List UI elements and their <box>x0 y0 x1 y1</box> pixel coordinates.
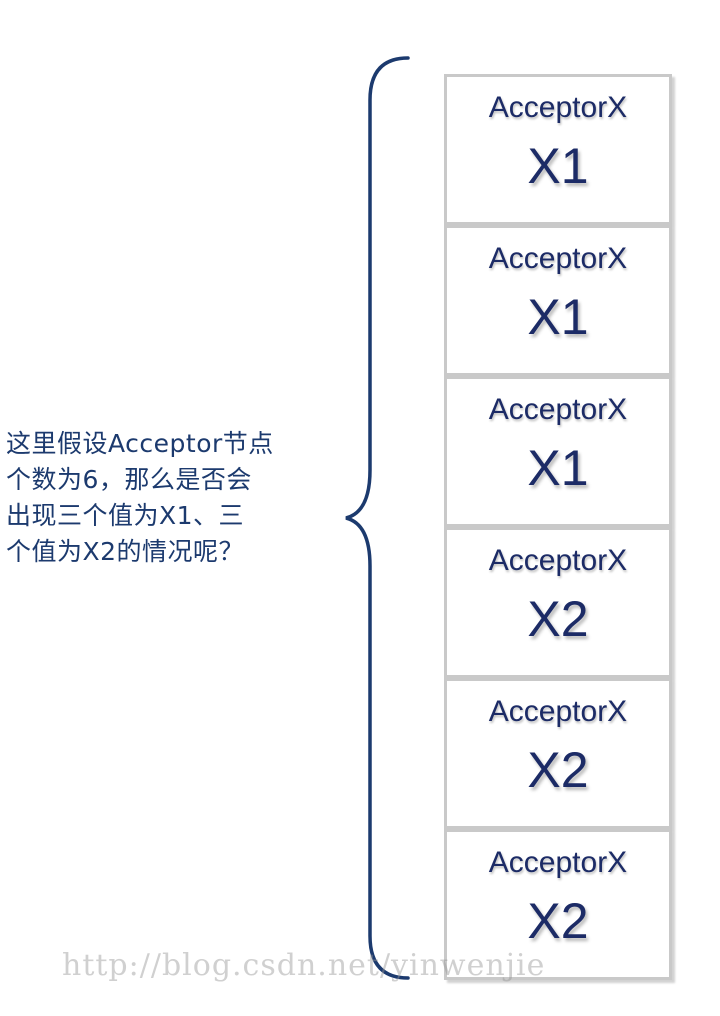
annotation-line-4: 个值为X2的情况呢？ <box>6 537 245 566</box>
annotation-line-2: 个数为6，那么是否会 <box>6 465 252 494</box>
question-annotation: 这里假设Acceptor节点 个数为6，那么是否会 出现三个值为X1、三 个值为… <box>6 426 326 570</box>
acceptor-node: AcceptorX X1 <box>444 376 672 527</box>
curly-brace <box>345 56 410 980</box>
watermark: http://blog.csdn.net/yinwenjie <box>62 948 546 983</box>
acceptor-value: X1 <box>527 440 589 496</box>
acceptor-name: AcceptorX <box>488 695 628 728</box>
annotation-line-1: 这里假设Acceptor节点 <box>6 429 274 458</box>
acceptor-node: AcceptorX X2 <box>444 678 672 829</box>
acceptor-node: AcceptorX X2 <box>444 527 672 678</box>
acceptor-value: X1 <box>527 138 589 194</box>
acceptor-node: AcceptorX X2 <box>444 829 672 980</box>
acceptor-value: X1 <box>527 289 589 345</box>
acceptor-value: X2 <box>527 591 589 647</box>
acceptor-value: X2 <box>527 893 589 949</box>
acceptor-node: AcceptorX X1 <box>444 74 672 225</box>
acceptor-value: X2 <box>527 742 589 798</box>
acceptor-node: AcceptorX X1 <box>444 225 672 376</box>
acceptor-name: AcceptorX <box>488 242 628 275</box>
acceptor-name: AcceptorX <box>488 846 628 879</box>
annotation-line-3: 出现三个值为X1、三 <box>6 501 245 530</box>
acceptor-name: AcceptorX <box>488 544 628 577</box>
acceptor-stack: AcceptorX X1 AcceptorX X1 AcceptorX X1 A… <box>444 74 672 980</box>
acceptor-name: AcceptorX <box>488 91 628 124</box>
acceptor-name: AcceptorX <box>488 393 628 426</box>
